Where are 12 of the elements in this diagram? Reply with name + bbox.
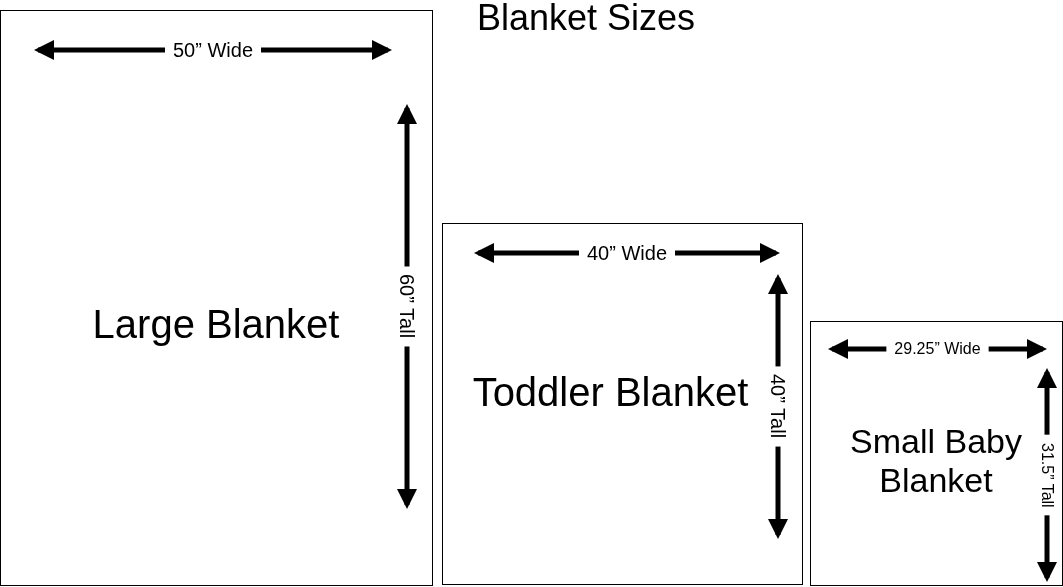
dimension-label: 50” Wide: [173, 40, 253, 60]
dimension-label: 40” Wide: [587, 243, 667, 263]
blanket-outline: [810, 321, 1063, 586]
blanket-name: Large Blanket: [91, 301, 341, 347]
dimension-label: 29.25” Wide: [894, 341, 981, 357]
blanket-name: Small Baby Blanket: [849, 422, 1023, 501]
dimension-label: 31.5” Tall: [1039, 442, 1055, 508]
diagram-title: Blanket Sizes: [477, 0, 696, 36]
dimension-label: 60” Tall: [397, 274, 417, 339]
blanket-outline: [442, 223, 803, 585]
dimension-label: 40” Tall: [768, 374, 788, 439]
blanket-outline: [0, 10, 433, 586]
